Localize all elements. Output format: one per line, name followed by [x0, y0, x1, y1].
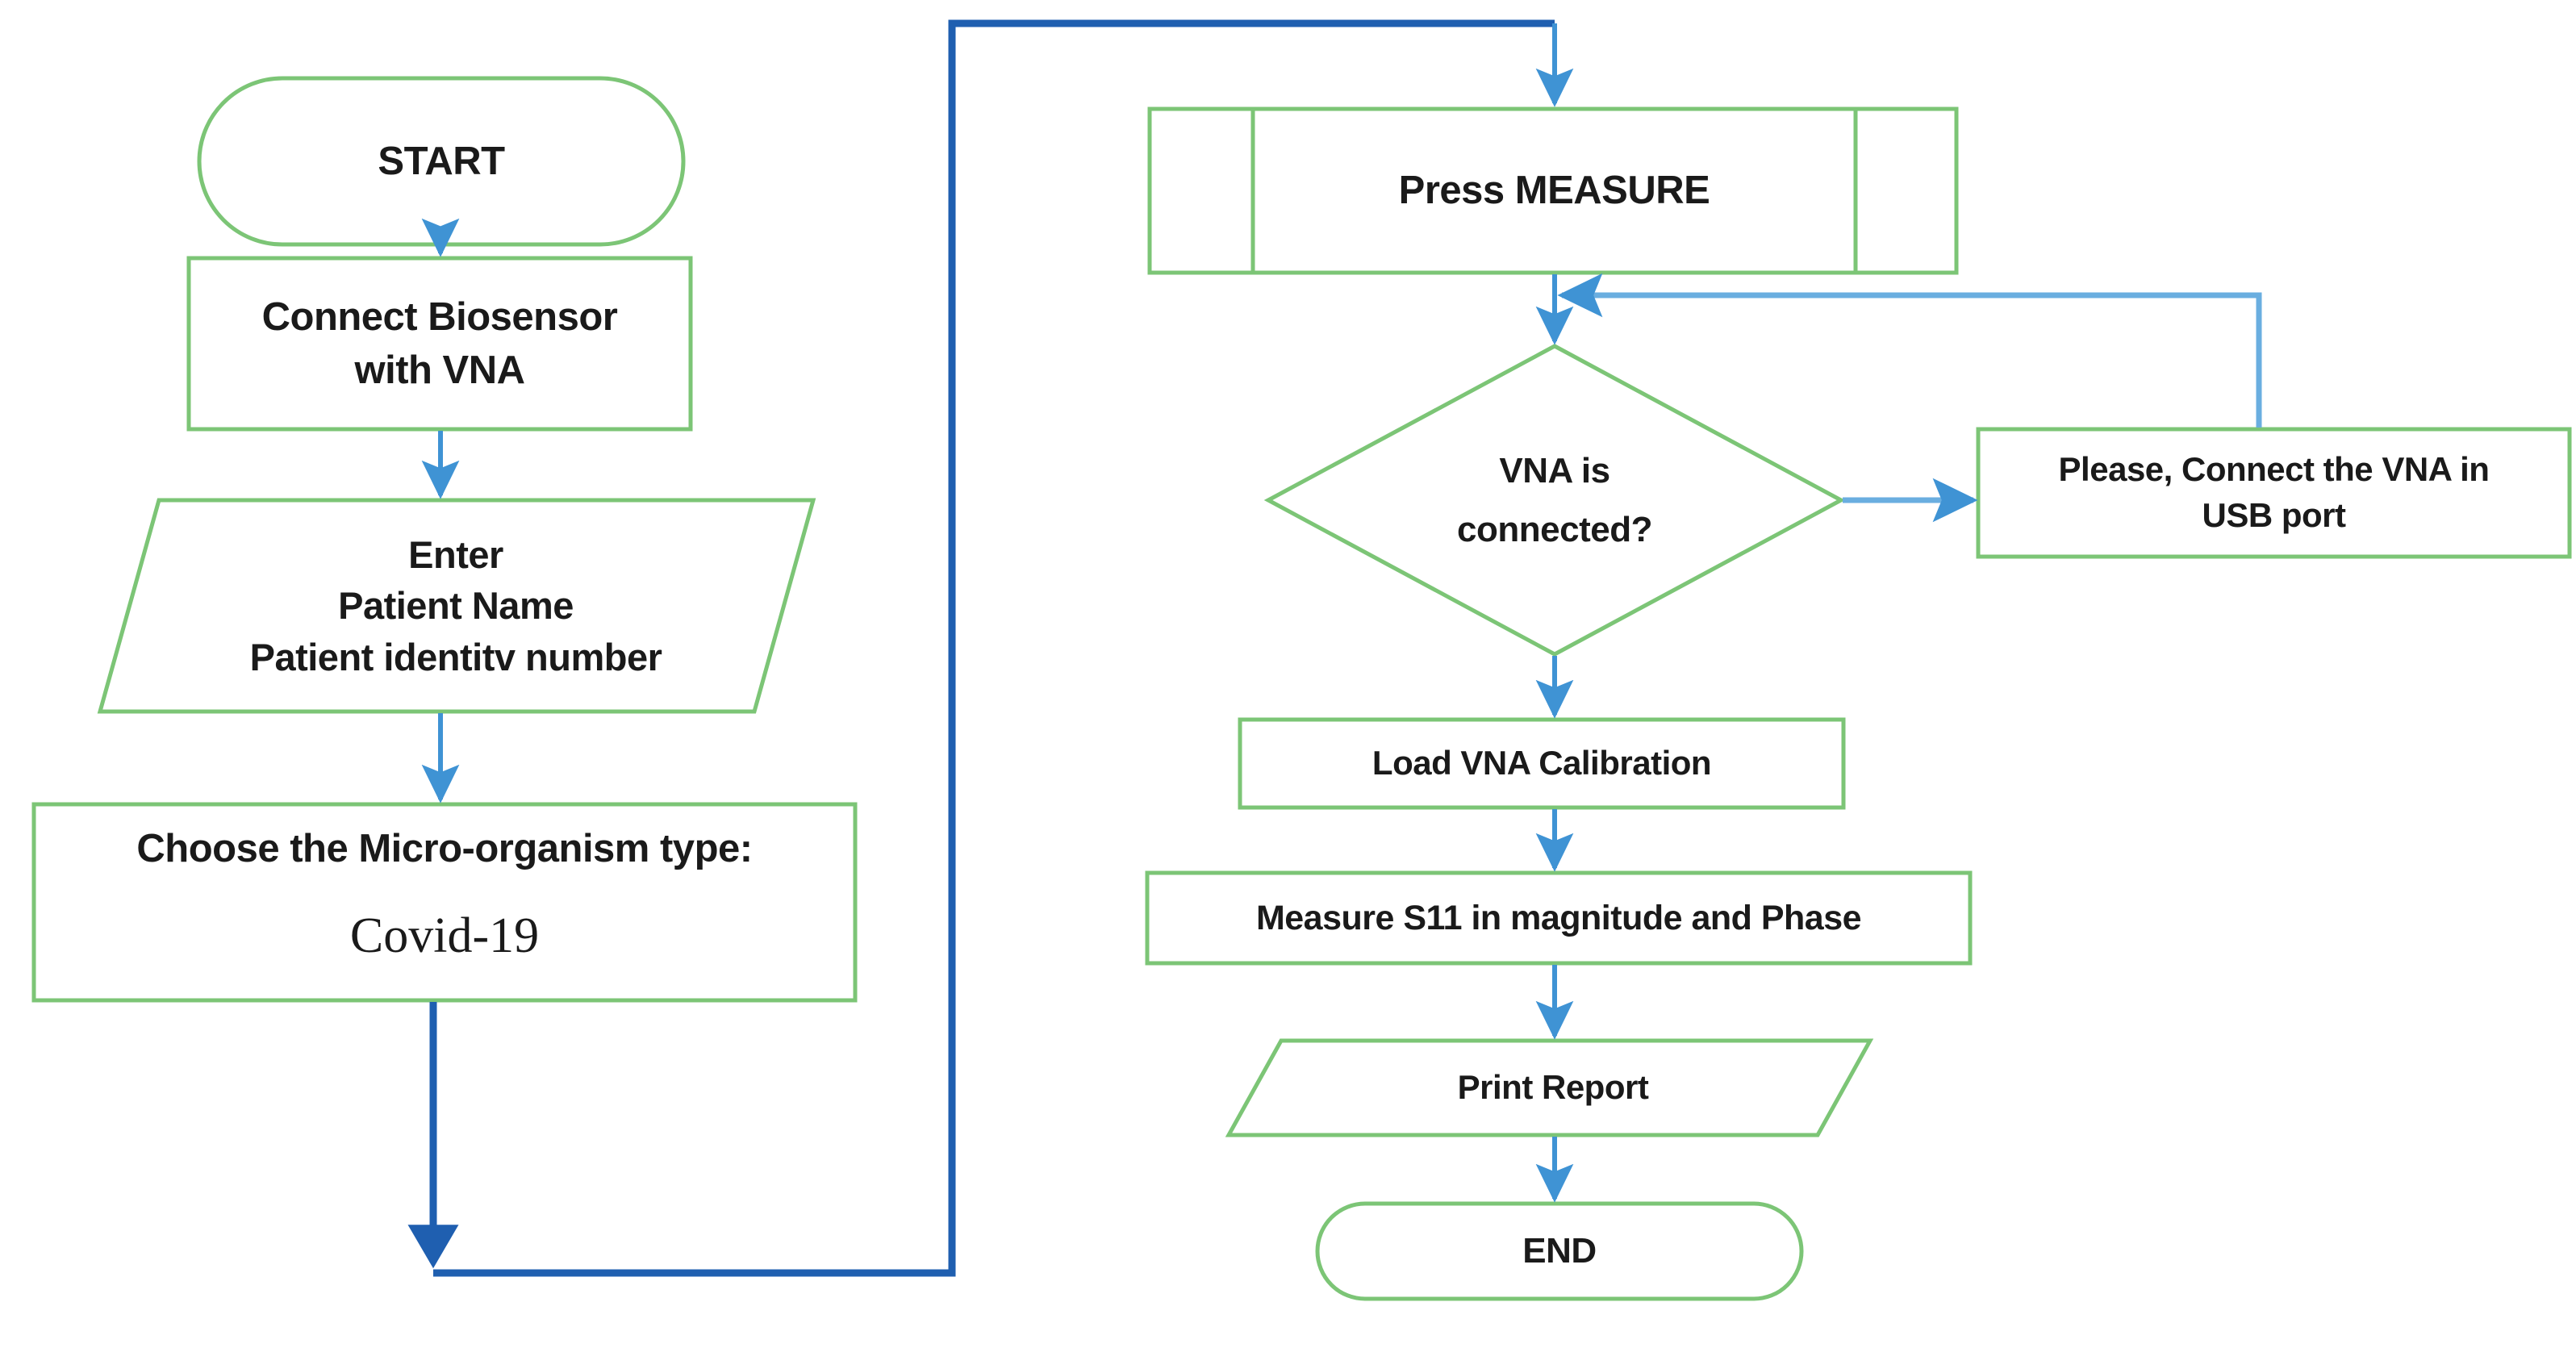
edge-choose-to-press-measure-route: [433, 19, 1555, 1277]
shape-start[interactable]: [197, 76, 686, 247]
shape-vna-connected[interactable]: [1263, 344, 1846, 657]
shape-load-calibration[interactable]: [1238, 717, 1846, 810]
shape-press-measure[interactable]: [1147, 106, 1959, 275]
shape-connect-usb[interactable]: [1976, 427, 2572, 559]
shape-choose-microorganism[interactable]: [31, 802, 858, 1003]
shape-measure-s11[interactable]: [1145, 870, 1973, 966]
edge-connect-usb-feedback: [1557, 273, 2262, 428]
shape-print-report[interactable]: [1225, 1038, 1874, 1137]
shape-enter-patient[interactable]: [97, 498, 816, 714]
shape-end[interactable]: [1315, 1201, 1804, 1301]
shape-connect-biosensor[interactable]: [186, 256, 693, 432]
